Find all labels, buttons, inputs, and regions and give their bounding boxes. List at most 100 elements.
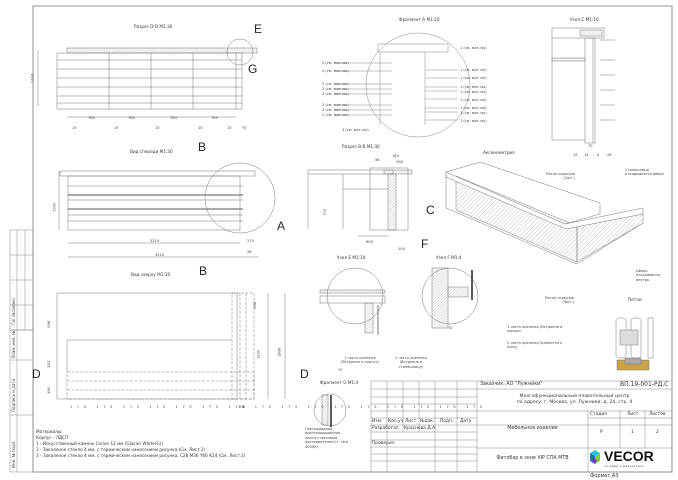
axo-note-top-opens: Столешница откидывается вверх: [625, 168, 664, 177]
frag-a-left-9: 3 (см. мат-лы): [342, 128, 369, 132]
node-f-title: Узел F М1:4: [436, 255, 462, 260]
top-view-drawing: [56, 292, 286, 400]
customer-label: Заказчик: АО "Лужники": [480, 382, 543, 387]
col-kol: Кол.уч: [388, 419, 404, 424]
dim-15-4: 15: [198, 126, 203, 130]
frag-a-right-8: 1 (см. мат-лы): [460, 111, 487, 115]
frag-a-right-4: 1 (см. мат-лы): [460, 85, 487, 89]
front-dim-3510: 3510: [155, 253, 165, 257]
section-bb-drawing: [307, 167, 413, 237]
bb-dim-100: 100: [398, 247, 405, 251]
materials-heading: Материалы:: [36, 429, 63, 434]
node-c-dim-26: 26: [607, 153, 612, 157]
dim-70: 70: [242, 126, 247, 130]
side-label-replaced: Взам. инв. №: [11, 330, 16, 358]
front-view-title: Вид спереди М1:30: [130, 149, 173, 154]
callout-e: E: [254, 22, 263, 36]
developed-label: Разработал: [372, 426, 399, 431]
callout-f: F: [421, 237, 429, 251]
sheets-header: Листов: [649, 412, 666, 417]
node-c-dim-4: 4: [597, 153, 600, 157]
front-dim-26: 26: [247, 250, 252, 254]
front-view-drawing: [58, 162, 276, 258]
callout-b-front: B: [198, 140, 207, 154]
title-block-grid: [370, 380, 673, 473]
frag-a-left-6: 2 (см. мат-лы): [322, 103, 349, 107]
bb-dim-184: 184: [392, 154, 399, 158]
dim-763-4: 763: [211, 116, 218, 120]
node-e-drawing: [319, 267, 386, 335]
fragment-g-drawing: [313, 393, 347, 427]
dim-763-1: 763: [88, 116, 95, 120]
col-izm: Изм.: [372, 419, 383, 424]
node-c-dim-70: 70: [588, 144, 593, 148]
frag-a-right-9: 1 (см. мат-лы): [460, 119, 487, 123]
side-stamp: [9, 229, 34, 473]
callout-a: A: [277, 219, 286, 233]
col-podp: Подп.: [440, 419, 454, 424]
developer-name: Краснова Д.А.: [404, 426, 437, 431]
frag-a-left-3: 2 (см. мат-лы): [322, 82, 349, 86]
node-f-drawing: [421, 267, 479, 329]
project-line-1: Многофункциональный плавательный центр: [519, 394, 630, 399]
callout-d-left: D: [32, 367, 41, 381]
callout-g: G: [248, 62, 258, 76]
top-dim-898: 898: [47, 320, 52, 328]
top-view-title: Вид сверху М1:30: [131, 272, 171, 277]
hinge-detail-drawing: [615, 317, 654, 371]
dim-763-2: 763: [128, 116, 135, 120]
callout-b-top: B: [199, 264, 208, 278]
dim-15-5: 15: [227, 126, 232, 130]
top-dims-bottom-row: 175 175 175 175 175 175 175 175 175 175 …: [70, 405, 487, 409]
axo-note-door-opens: Дверь открывается внутрь: [636, 269, 661, 282]
frag-a-right-7: 1 (см. мат-лы): [460, 106, 487, 110]
node-f-note-2: 2 часть крепежа (крепится к полу): [507, 341, 563, 350]
sheet-value: 1: [631, 430, 634, 435]
doc-code: ВП.19-001-РД.С: [620, 381, 669, 388]
sheet-header: Лист: [627, 412, 639, 417]
callout-d-right: D: [300, 367, 309, 381]
front-dim-3214: 3214: [150, 239, 160, 243]
dim-15-2: 15: [114, 126, 119, 130]
node-f-dim-70: 70: [448, 326, 453, 330]
axonometry-drawing: [445, 161, 644, 265]
bb-dim-600: 600: [366, 240, 373, 244]
top-dim-552: 552: [47, 360, 52, 368]
materials-body: Корпус - ЛДСП: [36, 435, 69, 440]
section-dd-title: Разрез D-D М1:30: [134, 24, 173, 29]
node-e-title: Узел Е М1:10: [337, 255, 366, 260]
front-dim-270: 270: [247, 239, 254, 243]
frag-a-right-2: 1 (см. мат-лы): [460, 68, 487, 72]
callout-c: C: [426, 203, 435, 217]
top-dim-1898: 1898: [277, 347, 282, 357]
fragment-a-drawing: [335, 32, 471, 138]
col-data: Дата: [460, 419, 472, 424]
vecor-logo-text: VECOR: [604, 448, 654, 464]
material-item-3: 3 - Закаленое стекло 4 мм, с термическим…: [36, 453, 246, 458]
dim-15-3: 15: [155, 126, 160, 130]
vecor-logo-icon: [590, 450, 600, 464]
col-list: Лист: [405, 419, 417, 424]
frag-a-left-5: 2 (см. мат-лы): [322, 92, 349, 96]
dim-15-1: 15: [72, 126, 77, 130]
node-e-note-2: 2 часть крепежа (Встроено в столешницу): [395, 356, 427, 369]
section-name: Мебельное изделие: [507, 426, 558, 431]
front-dim-1000: 1000: [52, 202, 57, 212]
dim-1100: 1100: [30, 73, 35, 83]
frag-a-left-7: 2 (см. мат-лы): [322, 108, 349, 112]
top-dim-696: 696: [253, 301, 258, 309]
frag-a-right-6: 1 (см. мат-лы): [460, 98, 487, 102]
section-dd-drawing: [37, 38, 258, 118]
format-label: Формат А3: [590, 473, 619, 479]
node-c-drawing: [551, 27, 615, 144]
fragment-g-title: Фрагмент G М1:4: [320, 380, 359, 385]
fragment-g-note: Светодиодная влагозащищенная лента с мат…: [305, 427, 349, 449]
bb-dim-770: 770: [323, 208, 328, 216]
frag-a-left-8: 2 (см. мат-лы): [322, 113, 349, 117]
top-dim-306: 306: [238, 405, 245, 409]
axo-note-hinges-2: Петли скрытые (2шт.): [545, 172, 575, 181]
material-item-1: 1 - Искусственный камень Corian 12 мм (G…: [36, 441, 163, 446]
node-c-dim-15b: 15: [584, 153, 589, 157]
node-f-note-1: 1 часть крепежа (Встроено в корпус): [507, 325, 563, 334]
